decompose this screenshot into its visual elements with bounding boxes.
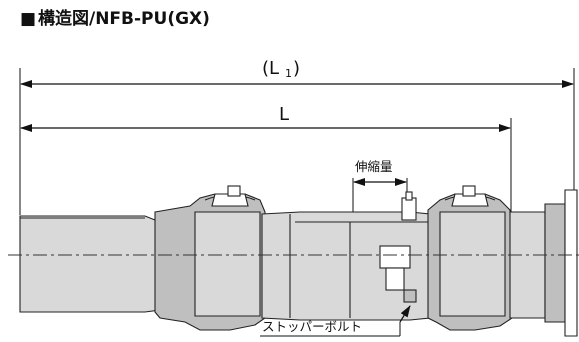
right-joint-top-lug xyxy=(462,185,476,197)
overall-length-label: (L 1 ) xyxy=(262,58,300,80)
stopper-bolt-top-head xyxy=(405,191,413,201)
flange-collar xyxy=(544,203,566,323)
left-joint-inner xyxy=(194,211,261,317)
stopper-bolt-top-nut xyxy=(401,197,417,221)
right-joint-inner xyxy=(439,211,506,317)
page-title: 構造図/NFB-PU(GX) xyxy=(38,8,210,29)
stopper-bolt-leader xyxy=(399,305,411,323)
overall-length-label-close: ) xyxy=(293,58,300,79)
expansion-label: 伸縮量 xyxy=(355,159,393,174)
stopper-clamp xyxy=(379,245,411,269)
stopper-bolt-label: ストッパーボルト xyxy=(262,319,362,334)
right-pipe-stub xyxy=(509,211,546,319)
overall-length-label-open: (L xyxy=(262,58,279,79)
stopper-bolt-body xyxy=(385,267,405,291)
pipe-assembly xyxy=(19,185,578,337)
stopper-bolt-lower-nut xyxy=(403,289,417,303)
left-joint-top-lug xyxy=(227,185,241,197)
title-marker: ■ xyxy=(20,9,36,29)
flange-face xyxy=(564,189,578,337)
overall-length-label-sub: 1 xyxy=(285,67,292,80)
left-spigot-pipe xyxy=(19,215,161,313)
length-label: L xyxy=(279,104,289,125)
